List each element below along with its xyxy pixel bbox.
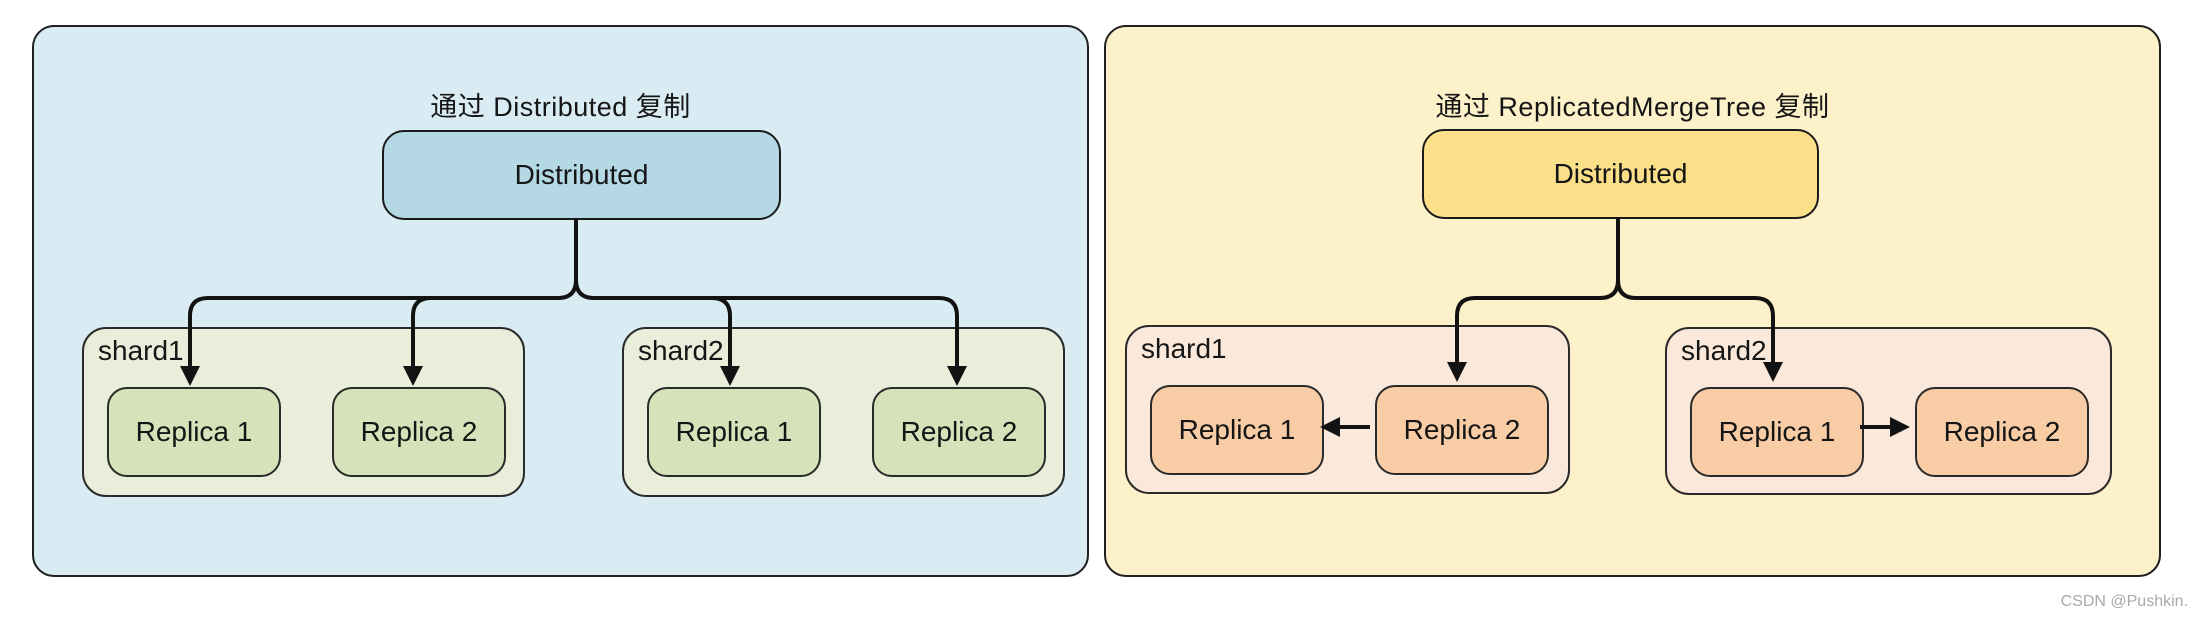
left-shard2-label: shard2 — [638, 335, 724, 366]
watermark: CSDN @Pushkin. — [2060, 593, 2188, 610]
left-distributed-label: Distributed — [514, 159, 649, 190]
right-distributed-node: Distributed — [1422, 129, 1819, 219]
right-shard2-box: shard2 Replica 1 Replica 2 — [1665, 327, 2112, 495]
right-panel-replicatedmergetree-replication: 通过 ReplicatedMergeTree 复制 Distributed sh… — [1104, 25, 2161, 577]
left-distributed-node: Distributed — [382, 130, 781, 220]
right-shard2-label: shard2 — [1681, 335, 1767, 366]
right-shard1-label: shard1 — [1141, 333, 1227, 364]
left-panel-distributed-replication: 通过 Distributed 复制 Distributed shard1 Rep… — [32, 25, 1089, 577]
replica-label: Replica 1 — [675, 416, 793, 447]
left-shard1-label: shard1 — [98, 335, 184, 366]
right-shard1-box: shard1 Replica 1 Replica 2 — [1125, 325, 1570, 494]
right-shard1-replica2-node: Replica 2 — [1375, 385, 1549, 475]
left-shard2-replica1-node: Replica 1 — [647, 387, 821, 477]
right-distributed-label: Distributed — [1553, 158, 1688, 189]
replica-label: Replica 2 — [360, 416, 478, 447]
replica-label: Replica 2 — [900, 416, 1018, 447]
left-shard2-box: shard2 Replica 1 Replica 2 — [622, 327, 1065, 497]
left-shard1-box: shard1 Replica 1 Replica 2 — [82, 327, 525, 497]
replica-label: Replica 1 — [135, 416, 253, 447]
left-panel-title: 通过 Distributed 复制 — [430, 92, 691, 122]
left-shard1-replica2-node: Replica 2 — [332, 387, 506, 477]
right-panel-title: 通过 ReplicatedMergeTree 复制 — [1435, 92, 1830, 122]
replica-label: Replica 2 — [1943, 416, 2061, 447]
replica-label: Replica 2 — [1403, 414, 1521, 445]
right-shard2-replica1-node: Replica 1 — [1690, 387, 1864, 477]
right-shard1-replica1-node: Replica 1 — [1150, 385, 1324, 475]
replica-label: Replica 1 — [1718, 416, 1836, 447]
right-shard2-replica2-node: Replica 2 — [1915, 387, 2089, 477]
left-shard2-replica2-node: Replica 2 — [872, 387, 1046, 477]
left-shard1-replica1-node: Replica 1 — [107, 387, 281, 477]
replica-label: Replica 1 — [1178, 414, 1296, 445]
